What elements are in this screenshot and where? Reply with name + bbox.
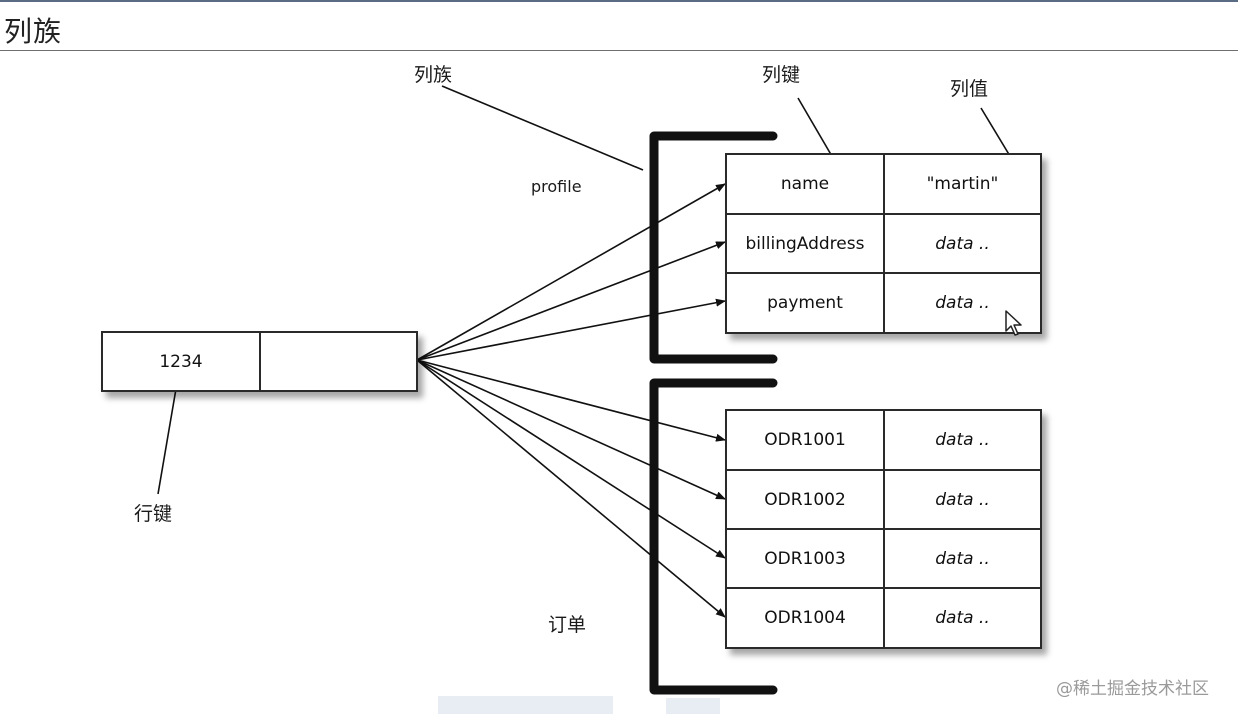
row-key-label: 行键 (134, 503, 173, 525)
connector-arrow (416, 183, 726, 361)
header-accent-line (0, 0, 1238, 2)
row-value-cell (261, 333, 416, 390)
column-family-pointer (441, 85, 644, 171)
row-divider (727, 587, 1040, 589)
column-key-label: 列键 (762, 64, 801, 86)
profile-table: name "martin" billingAddress data .. pay… (725, 153, 1042, 334)
connector-arrow (416, 359, 726, 618)
profile-bracket (649, 131, 778, 364)
profile-key-cell: billingAddress (745, 233, 865, 254)
row-divider (727, 528, 1040, 530)
order-value-cell: data .. (935, 548, 990, 569)
connector-arrow (416, 359, 726, 559)
order-value-cell: data .. (935, 608, 990, 628)
profile-key-cell: name (780, 174, 830, 194)
page-title: 列族 (4, 15, 63, 48)
column-family-label: 列族 (414, 64, 453, 86)
column-divider (883, 155, 885, 332)
connector-arrow (416, 359, 726, 442)
order-value-cell: data .. (935, 489, 990, 510)
profile-value-cell: data .. (935, 293, 990, 313)
orders-table: ODR1001 data .. ODR1002 data .. ODR1003 … (725, 409, 1042, 649)
blurred-overlay (666, 698, 720, 714)
row-box: 1234 (101, 331, 418, 392)
row-divider (727, 469, 1040, 471)
order-key-cell: ODR1003 (764, 548, 846, 569)
profile-key-cell: payment (767, 293, 843, 313)
connector-arrow (416, 359, 726, 500)
column-value-label: 列值 (950, 78, 989, 100)
profile-value-cell: "martin" (926, 174, 999, 194)
connector-arrow (416, 241, 726, 361)
profile-label: profile (531, 177, 582, 196)
connector-arrow (416, 298, 726, 361)
row-key-cell: 1234 (159, 351, 203, 372)
order-value-cell: data .. (935, 430, 990, 450)
column-key-pointer (797, 97, 834, 159)
row-divider (727, 272, 1040, 274)
blurred-overlay (438, 696, 613, 714)
order-key-cell: ODR1002 (764, 489, 846, 510)
order-key-cell: ODR1001 (764, 430, 846, 450)
mouse-cursor-icon (1005, 310, 1022, 336)
slide-header: 列族 (0, 2, 1238, 51)
arrows-group (416, 183, 726, 618)
orders-label: 订单 (548, 614, 587, 636)
watermark: @稀土掘金技术社区 (1056, 679, 1209, 699)
orders-bracket (649, 378, 778, 695)
row-divider (259, 333, 261, 390)
profile-value-cell: data .. (935, 233, 990, 254)
row-key-pointer (157, 382, 178, 495)
order-key-cell: ODR1004 (764, 608, 846, 628)
row-divider (727, 213, 1040, 215)
